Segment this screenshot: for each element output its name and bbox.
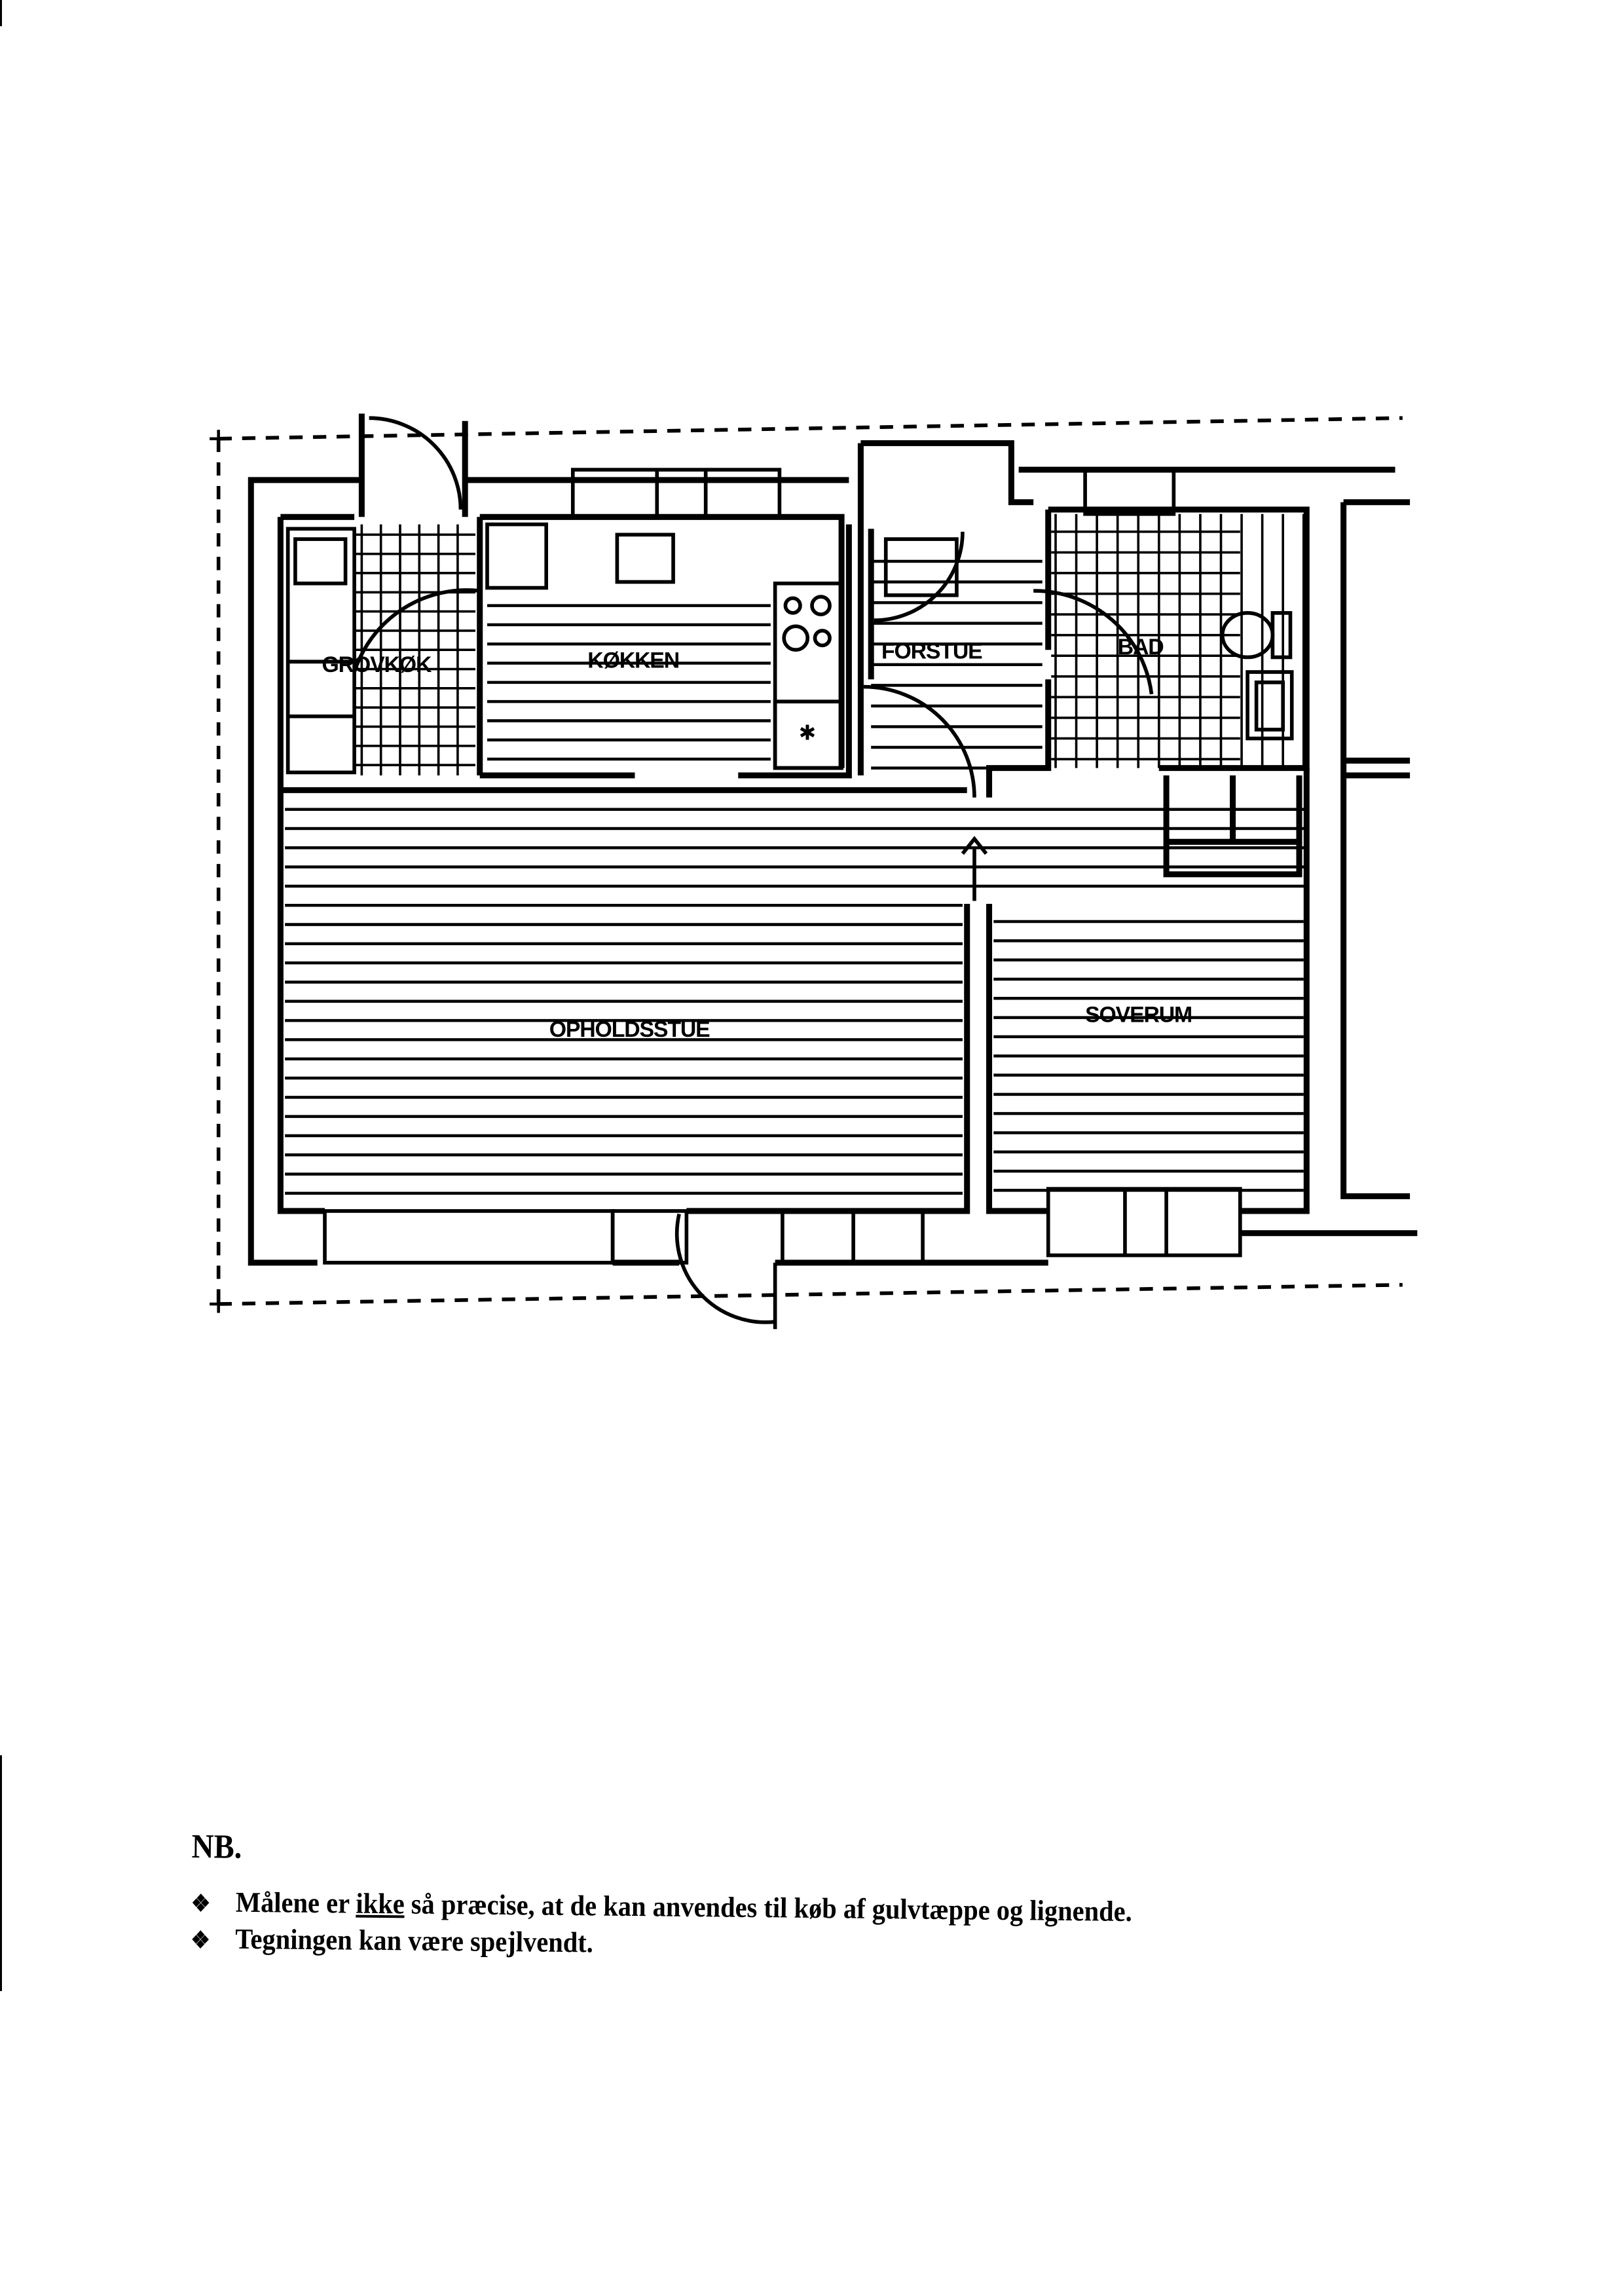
property-boundary — [216, 416, 1403, 1306]
note-text: Tegningen kan være spejlvendt. — [235, 1922, 594, 1959]
note-text: så præcise, at de kan anvendes til køb a… — [404, 1888, 1132, 1928]
room-label-soverum: SOVERUM — [1085, 1002, 1192, 1027]
walls — [248, 413, 1418, 1266]
diamond-cluster-icon: ❖ — [191, 1890, 211, 1917]
fixtures: ✱ — [286, 522, 1294, 775]
floor-hatching — [285, 559, 1307, 1195]
room-label-forstue: FORSTUE — [881, 639, 982, 664]
windows — [323, 468, 1242, 1265]
room-label-bad: BAD — [1118, 635, 1164, 660]
doors — [352, 416, 1154, 1330]
room-label-koekken: KØKKEN — [587, 648, 679, 673]
sink-icon: ✱ — [799, 722, 816, 745]
note-emphasis: ikke — [356, 1887, 405, 1920]
room-label-grovkoekken: GROVKØK — [322, 652, 432, 677]
boundary-corner-marks — [210, 430, 231, 1313]
diamond-cluster-icon: ❖ — [190, 1926, 211, 1954]
scan-edge-mark — [0, 1755, 2, 1991]
scan-edge-mark — [0, 0, 2, 26]
room-label-opholdsstue: OPHOLDSSTUE — [549, 1017, 710, 1042]
note-text: Målene er — [235, 1886, 356, 1920]
notes-section: NB. ❖Målene er ikke så præcise, at de ka… — [191, 1827, 1215, 1968]
